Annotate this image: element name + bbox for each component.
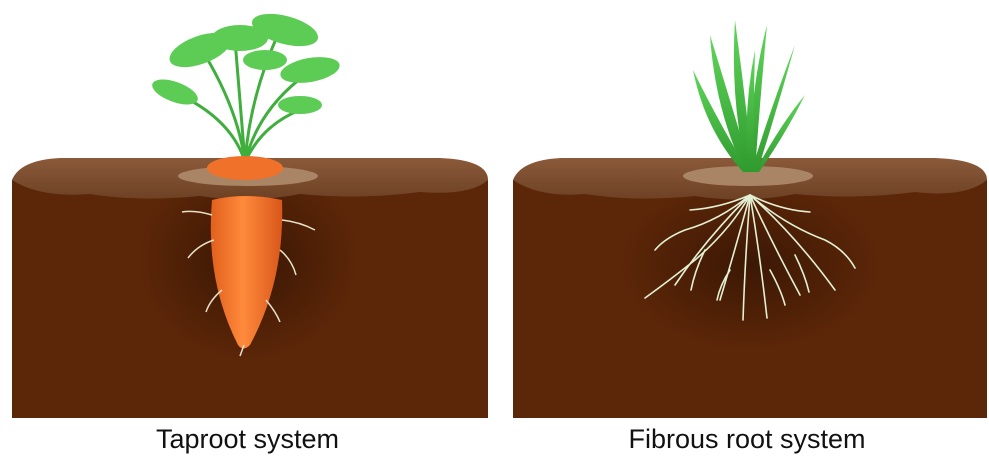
carrot-foliage-icon (149, 8, 342, 114)
carrot-crown-icon (207, 156, 283, 180)
fibrous-root-panel: Fibrous root system (505, 0, 989, 458)
taproot-caption: Taproot system (0, 424, 495, 454)
taproot-panel: Taproot system (0, 0, 495, 458)
grass-blades-icon (693, 20, 805, 172)
fibrous-root-caption: Fibrous root system (505, 424, 989, 454)
fibrous-root-illustration (505, 0, 989, 420)
taproot-illustration (0, 0, 495, 420)
